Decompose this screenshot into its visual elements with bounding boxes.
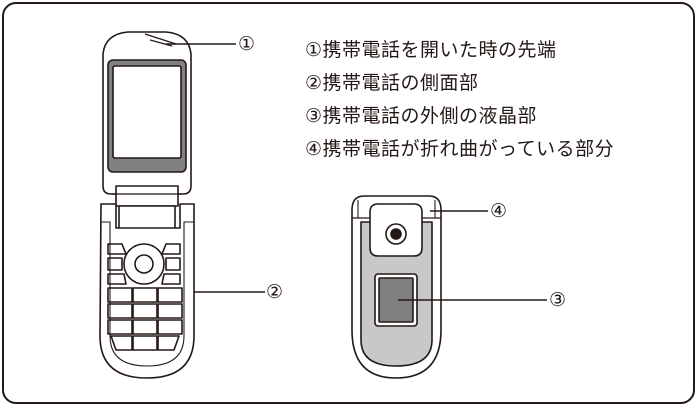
legend-item-2: ②携帯電話の側面部: [305, 72, 479, 94]
open-phone-hinge: [115, 185, 179, 207]
open-phone-screen: [112, 65, 182, 159]
nav-center-key: [134, 254, 154, 274]
callout-2: ②: [266, 281, 284, 303]
callout-1: ①: [238, 33, 256, 55]
keypad: [107, 287, 183, 351]
callout-4: ④: [490, 200, 508, 222]
legend-item-4: ④携帯電話が折れ曲がっている部分: [305, 138, 615, 160]
callout-3: ③: [549, 289, 567, 311]
closed-phone: [351, 195, 442, 379]
legend-item-3: ③携帯電話の外側の液晶部: [305, 105, 538, 127]
legend-list: ①携帯電話を開いた時の先端 ②携帯電話の側面部 ③携帯電話の外側の液晶部 ④携帯…: [305, 34, 614, 166]
camera-lens: [390, 228, 402, 240]
leader-lines: [166, 43, 547, 301]
legend-item-1: ①携帯電話を開いた時の先端: [305, 39, 557, 61]
open-phone: [99, 31, 195, 379]
